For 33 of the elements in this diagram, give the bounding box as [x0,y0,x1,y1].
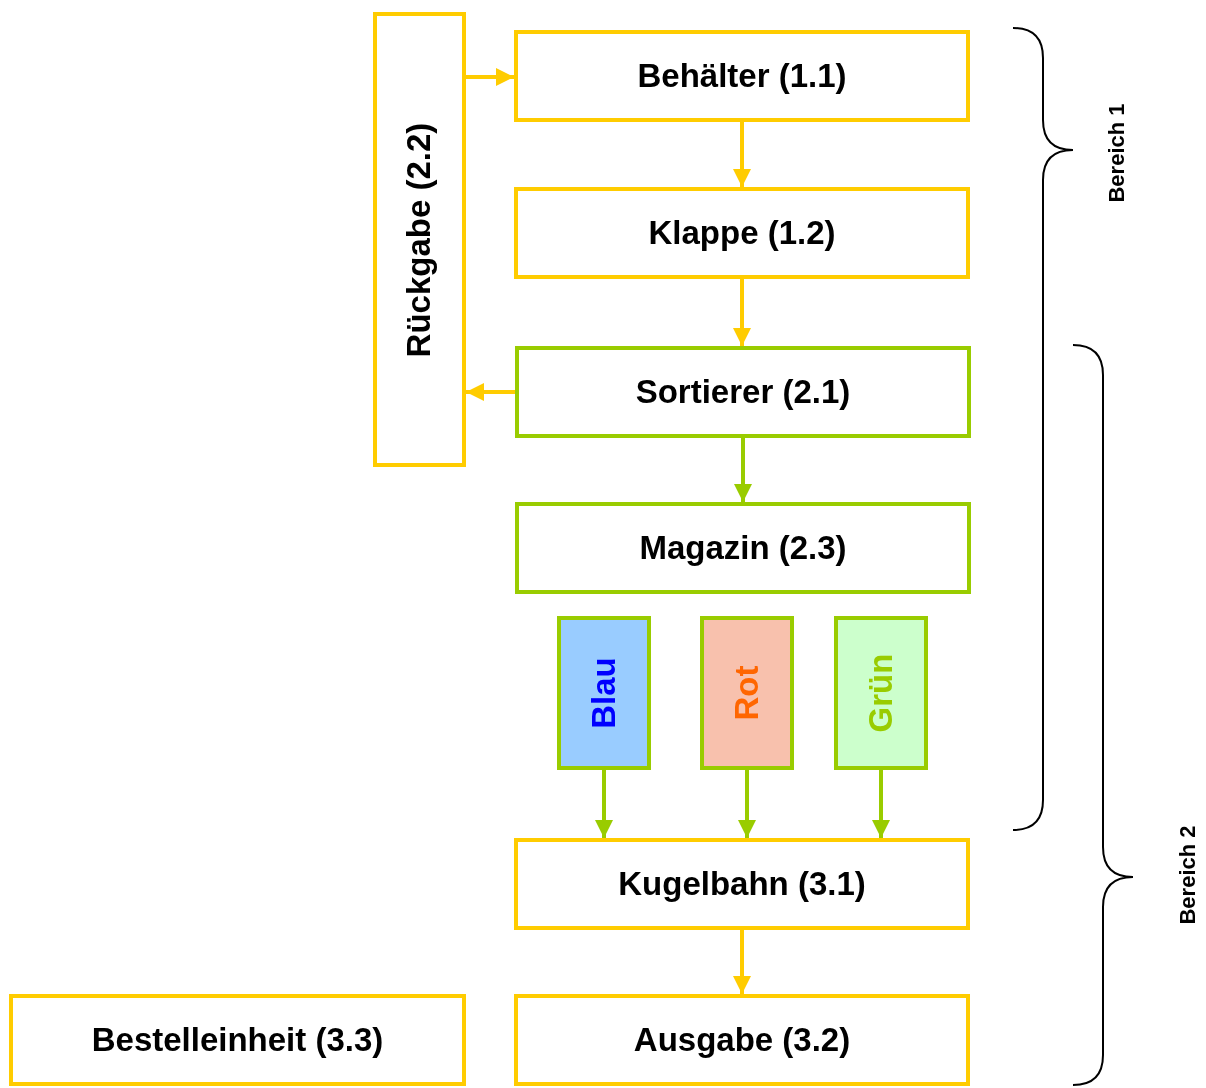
node-label: Ausgabe (3.2) [633,1021,851,1059]
process-box [514,30,970,122]
process-box [514,187,970,279]
process-box [515,346,971,438]
arrow [872,770,890,838]
arrow [466,68,514,86]
arrow [738,770,756,838]
node-label: Rückgabe (2.2) [400,122,439,357]
arrow [595,770,613,838]
arrow [733,122,751,187]
process-box [373,12,466,467]
node-label: Magazin (2.3) [639,529,847,567]
process-box [515,502,971,594]
process-box [9,994,466,1086]
brace-label: Bereich 2 [1174,825,1201,925]
brace-label: Bereich 1 [1103,103,1130,203]
node-label: Kugelbahn (3.1) [618,865,866,903]
arrow [466,383,515,401]
arrow [733,930,751,994]
process-box [514,838,970,930]
color-bin-box [834,616,928,770]
node-label: Klappe (1.2) [648,214,836,252]
arrow [733,279,751,346]
color-bin-box [700,616,794,770]
process-box [514,994,970,1086]
node-label: Blau [585,657,623,729]
color-bin-box [557,616,651,770]
node-label: Grün [862,653,900,733]
node-label: Rot [728,665,766,721]
node-label: Behälter (1.1) [637,57,847,95]
node-label: Bestelleinheit (3.3) [91,1021,384,1059]
arrow [734,438,752,502]
node-label: Sortierer (2.1) [635,373,851,411]
